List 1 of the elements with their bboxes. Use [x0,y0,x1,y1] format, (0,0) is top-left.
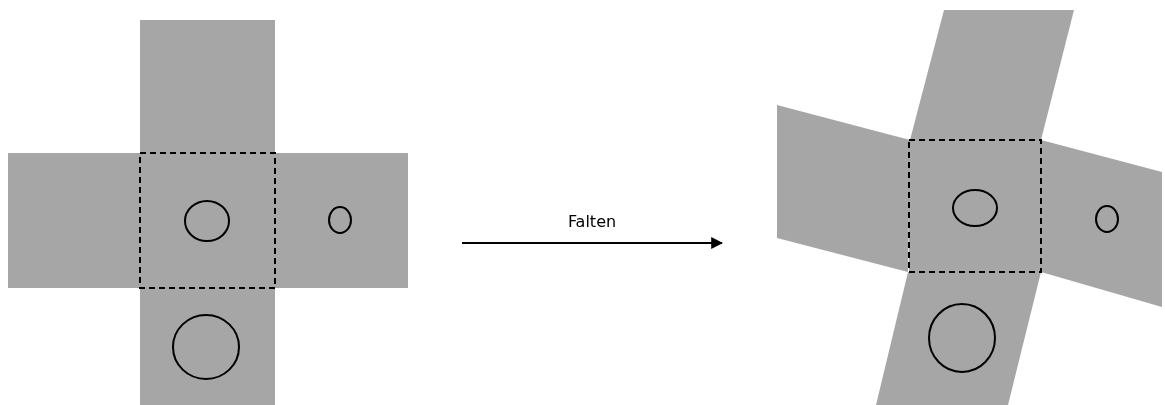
arrow [461,237,724,249]
